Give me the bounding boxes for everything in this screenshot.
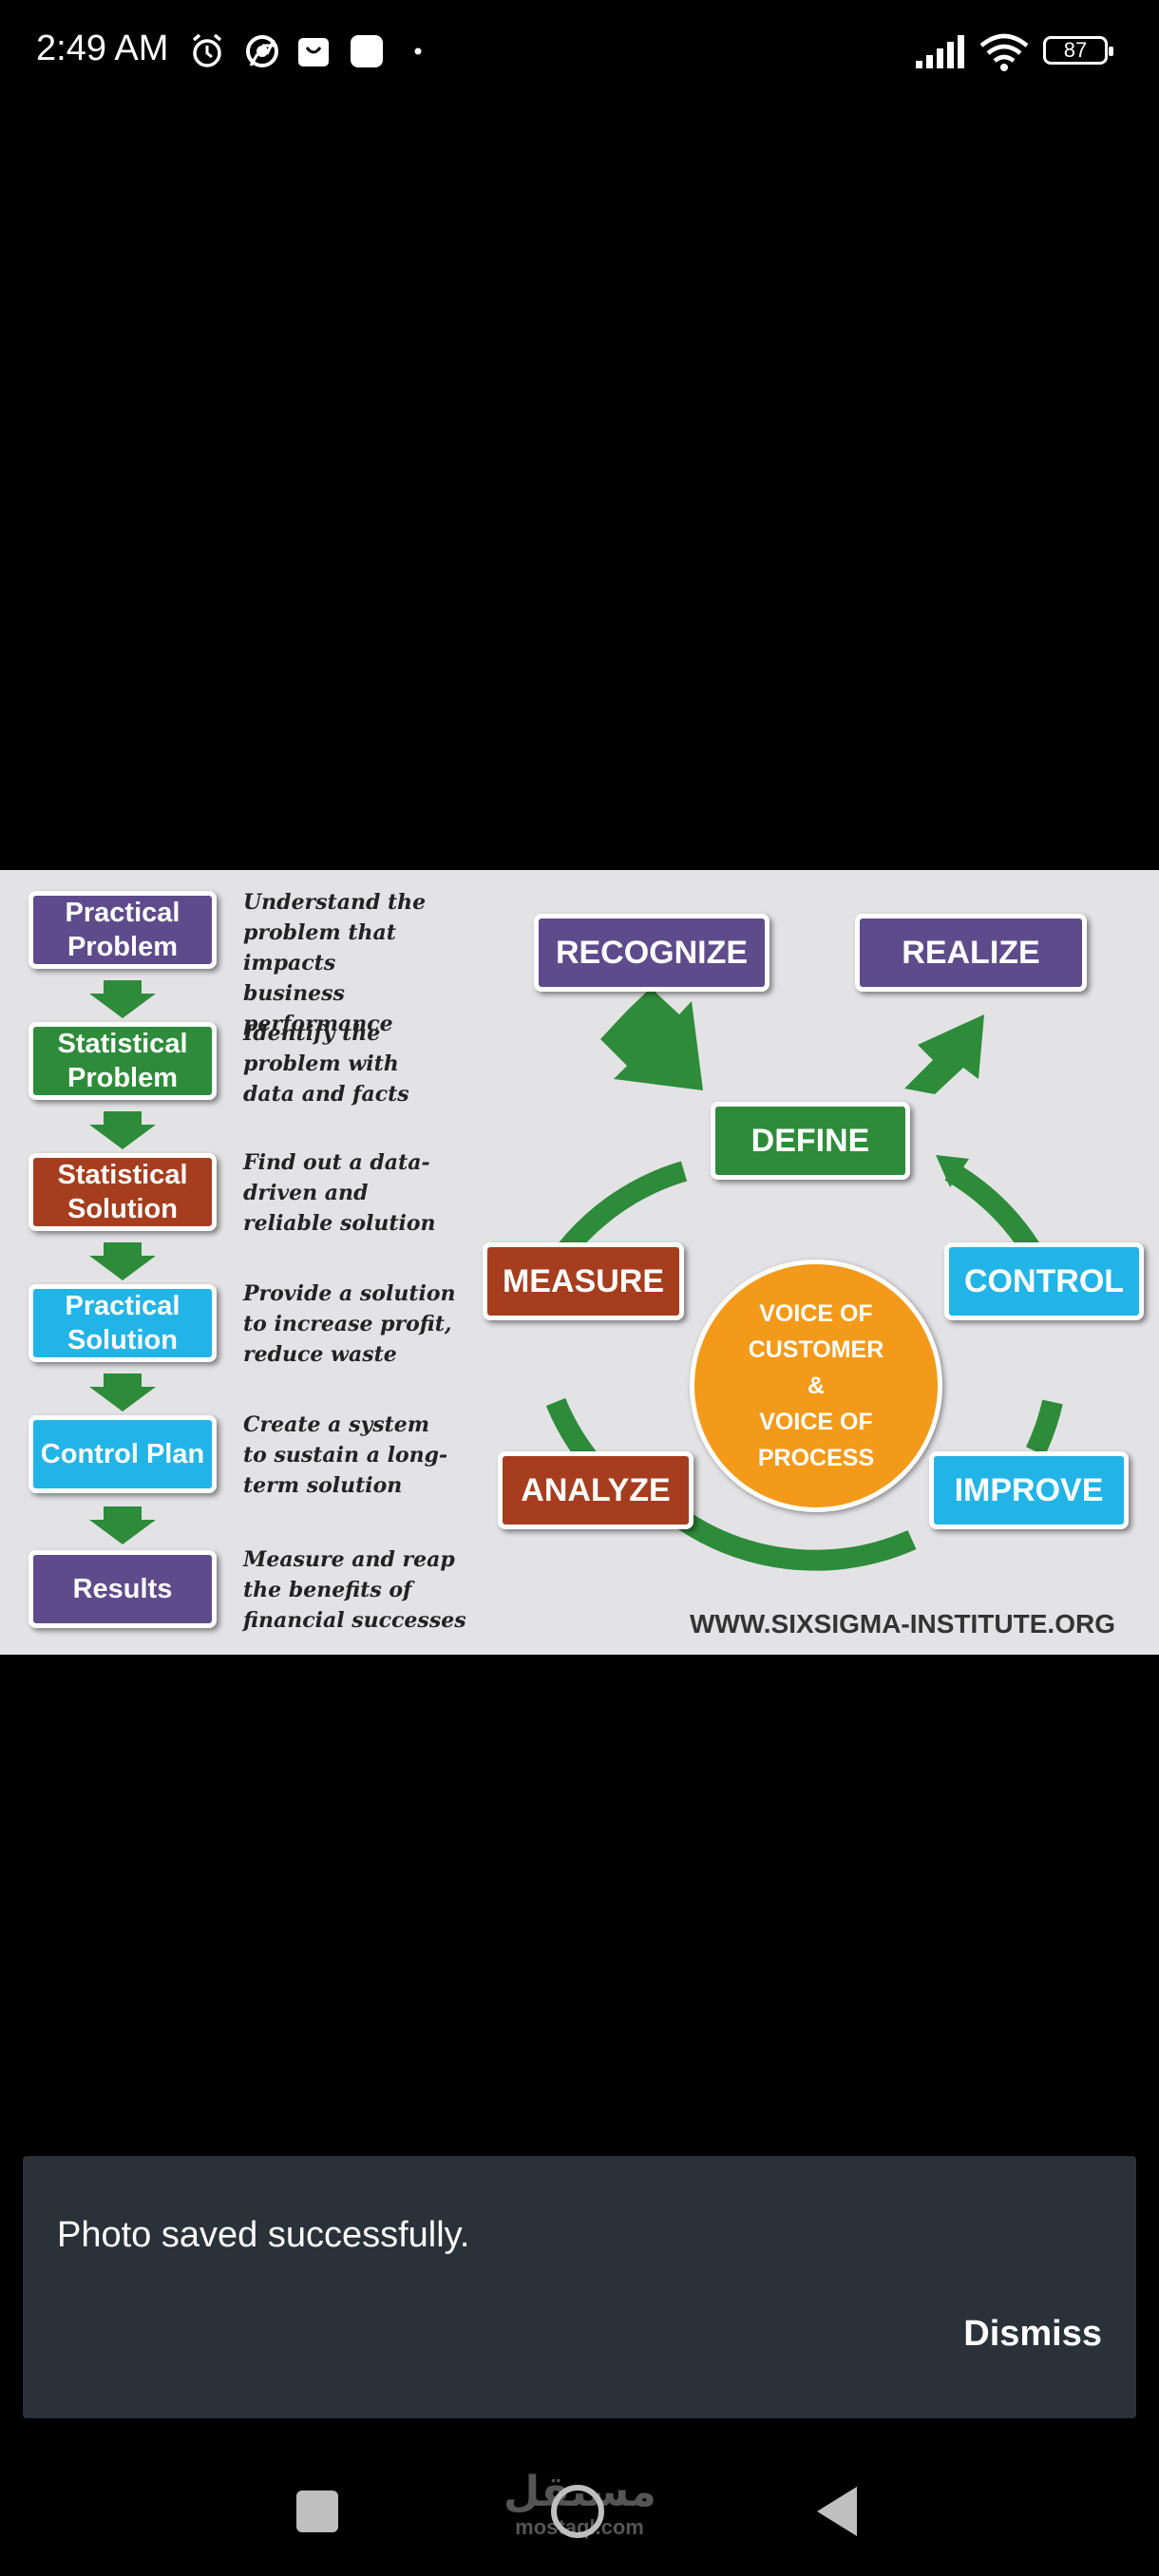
dot-icon [414, 47, 422, 55]
chrome-icon [246, 35, 278, 67]
step-description: Create a system to sustain a long- term … [243, 1412, 448, 1498]
step-description: Measure and reap the benefits of financi… [243, 1547, 466, 1633]
status-bar: 2:49 AM 87 [0, 0, 1159, 104]
recognize-box: RECOGNIZE [534, 914, 770, 992]
battery-indicator: 87 [1043, 36, 1113, 65]
down-arrow-icon [89, 1506, 156, 1544]
down-arrow-icon [89, 1242, 156, 1280]
realize-arrow-icon [904, 1014, 984, 1094]
step-description: Find out a data- driven and reliable sol… [243, 1150, 436, 1236]
step-control-plan: Control Plan [28, 1415, 217, 1493]
home-icon[interactable] [551, 2485, 604, 2538]
down-arrow-icon [89, 1111, 156, 1149]
improve-box: IMPROVE [929, 1451, 1129, 1529]
recognize-arrow-icon [600, 988, 703, 1090]
status-time: 2:49 AM [36, 28, 169, 68]
step-statistical-solution: Statistical Solution [28, 1153, 217, 1231]
back-icon[interactable] [817, 2487, 857, 2536]
down-arrow-icon [89, 1373, 156, 1411]
wifi-icon [979, 33, 1029, 71]
recents-icon[interactable] [296, 2491, 338, 2532]
down-arrow-icon [89, 980, 156, 1018]
step-statistical-problem: Statistical Problem [28, 1022, 217, 1100]
dismiss-button[interactable]: Dismiss [963, 2314, 1102, 2354]
define-box: DEFINE [711, 1102, 910, 1180]
voice-of-customer-circle: VOICE OF CUSTOMER & VOICE OF PROCESS [690, 1260, 942, 1512]
measure-box: MEASURE [483, 1242, 684, 1320]
analyze-box: ANALYZE [498, 1451, 694, 1529]
control-box: CONTROL [944, 1242, 1144, 1320]
step-practical-solution: Practical Solution [28, 1284, 217, 1362]
step-practical-problem: Practical Problem [28, 891, 217, 969]
photo-viewer-image[interactable]: Practical Problem Understand the problem… [0, 870, 1159, 1655]
step-description: Identify the problem with data and facts [243, 1021, 409, 1107]
step-results: Results [28, 1550, 217, 1628]
step-description: Provide a solution to increase profit, r… [243, 1281, 456, 1367]
step-arrows [89, 980, 156, 1544]
navigation-bar: مستقل mostaql.com [0, 2451, 1159, 2576]
step-description: Understand the problem that impacts busi… [243, 890, 427, 1036]
website-label: WWW.SIXSIGMA-INSTITUTE.ORG [690, 1609, 1115, 1638]
signal-icon [916, 35, 964, 68]
snackbar: Photo saved successfully. Dismiss [23, 2156, 1136, 2418]
realize-box: REALIZE [855, 914, 1087, 992]
alarm-icon [192, 33, 222, 67]
snackbar-message: Photo saved successfully. [57, 2215, 470, 2255]
app-icon [351, 35, 383, 67]
shopping-bag-icon [298, 38, 329, 66]
cycle-arrowhead-icon [936, 1155, 969, 1187]
